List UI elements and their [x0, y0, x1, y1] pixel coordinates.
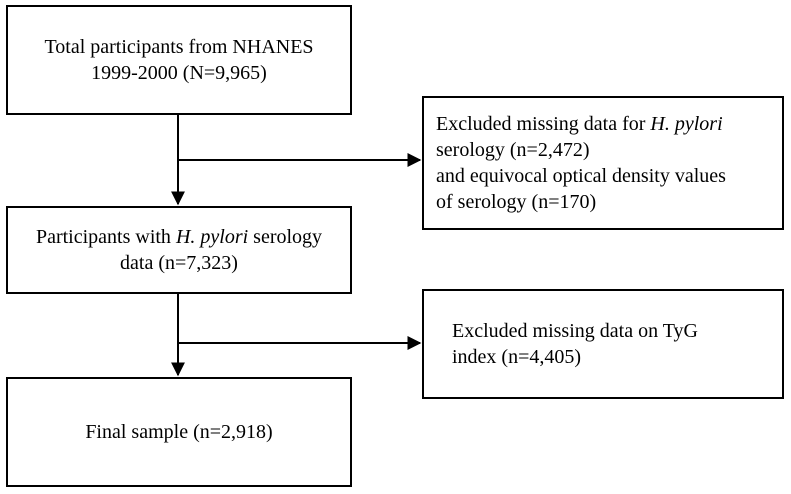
serology-line1-species: H. pylori: [175, 226, 249, 248]
total-participants-box: Total participants from NHANES 1999-2000…: [6, 5, 352, 115]
serology-line1-post: serology: [248, 226, 323, 248]
final-sample-box: Final sample (n=2,918): [6, 377, 352, 487]
excluded1-line1: Excluded missing data for H. pylori: [436, 111, 723, 137]
excluded1-line4: of serology (n=170): [436, 191, 597, 213]
excluded1-line2: serology (n=2,472): [436, 139, 590, 161]
serology-participants-box: Participants with H. pylori serology dat…: [6, 206, 352, 294]
excluded1-line1-text: Excluded missing data for: [436, 113, 651, 135]
excluded2-line1: Excluded missing data on TyG: [452, 320, 698, 342]
serology-line1: Participants with H. pylori serology: [36, 224, 322, 250]
serology-line1-pre: Participants with: [35, 226, 176, 248]
total-line2: 1999-2000 (N=9,965): [91, 62, 267, 84]
total-line1: Total participants from NHANES: [44, 36, 314, 58]
serology-line2: data (n=7,323): [120, 252, 238, 274]
excluded-serology-box: Excluded missing data for H. pylori sero…: [422, 96, 784, 230]
excluded2-line2: index (n=4,405): [452, 346, 582, 368]
excluded-tyg-box: Excluded missing data on TyG index (n=4,…: [422, 289, 784, 399]
excluded1-line3: and equivocal optical density values: [436, 165, 726, 187]
final-line1: Final sample (n=2,918): [85, 421, 273, 443]
excluded1-line1-species: H. pylori: [650, 113, 723, 135]
